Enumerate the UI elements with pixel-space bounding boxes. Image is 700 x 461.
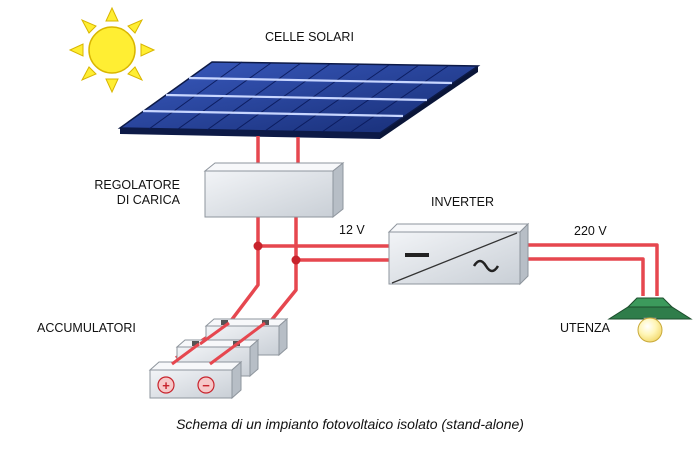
diagram-caption: Schema di un impianto fotovoltaico isola… (176, 416, 524, 432)
solar-panel (117, 61, 481, 139)
inverter-box (387, 222, 530, 286)
charge-regulator-label-line1: REGOLATORE (94, 178, 180, 192)
solar-cells-label: CELLE SOLARI (265, 30, 354, 44)
junction-negative (291, 255, 301, 265)
battery-negative-terminal-icon (197, 376, 215, 394)
battery-minus-sign: − (202, 378, 210, 393)
sun-icon (68, 6, 156, 94)
inverter-label: INVERTER (431, 195, 494, 209)
lamp-icon (607, 297, 693, 343)
battery-bank: + − (148, 317, 289, 400)
load-label: UTENZA (560, 321, 610, 335)
batteries-label: ACCUMULATORI (37, 321, 136, 335)
charge-regulator-label: REGOLATORE DI CARICA (62, 178, 180, 208)
charge-regulator-box (203, 161, 345, 219)
charge-regulator-label-line2: DI CARICA (116, 193, 180, 207)
dc-symbol-icon (405, 253, 429, 257)
wires-ac-output (522, 243, 659, 296)
ac-voltage-label: 220 V (574, 224, 607, 238)
ac-wave-icon (472, 259, 500, 273)
battery-plus-sign: + (162, 378, 170, 393)
dc-voltage-label: 12 V (339, 223, 365, 237)
junction-positive (253, 241, 263, 251)
light-bulb-icon (637, 317, 663, 343)
battery-front: + − (148, 360, 243, 400)
battery-positive-terminal-icon (157, 376, 175, 394)
wires-panel-regulator (256, 136, 300, 164)
